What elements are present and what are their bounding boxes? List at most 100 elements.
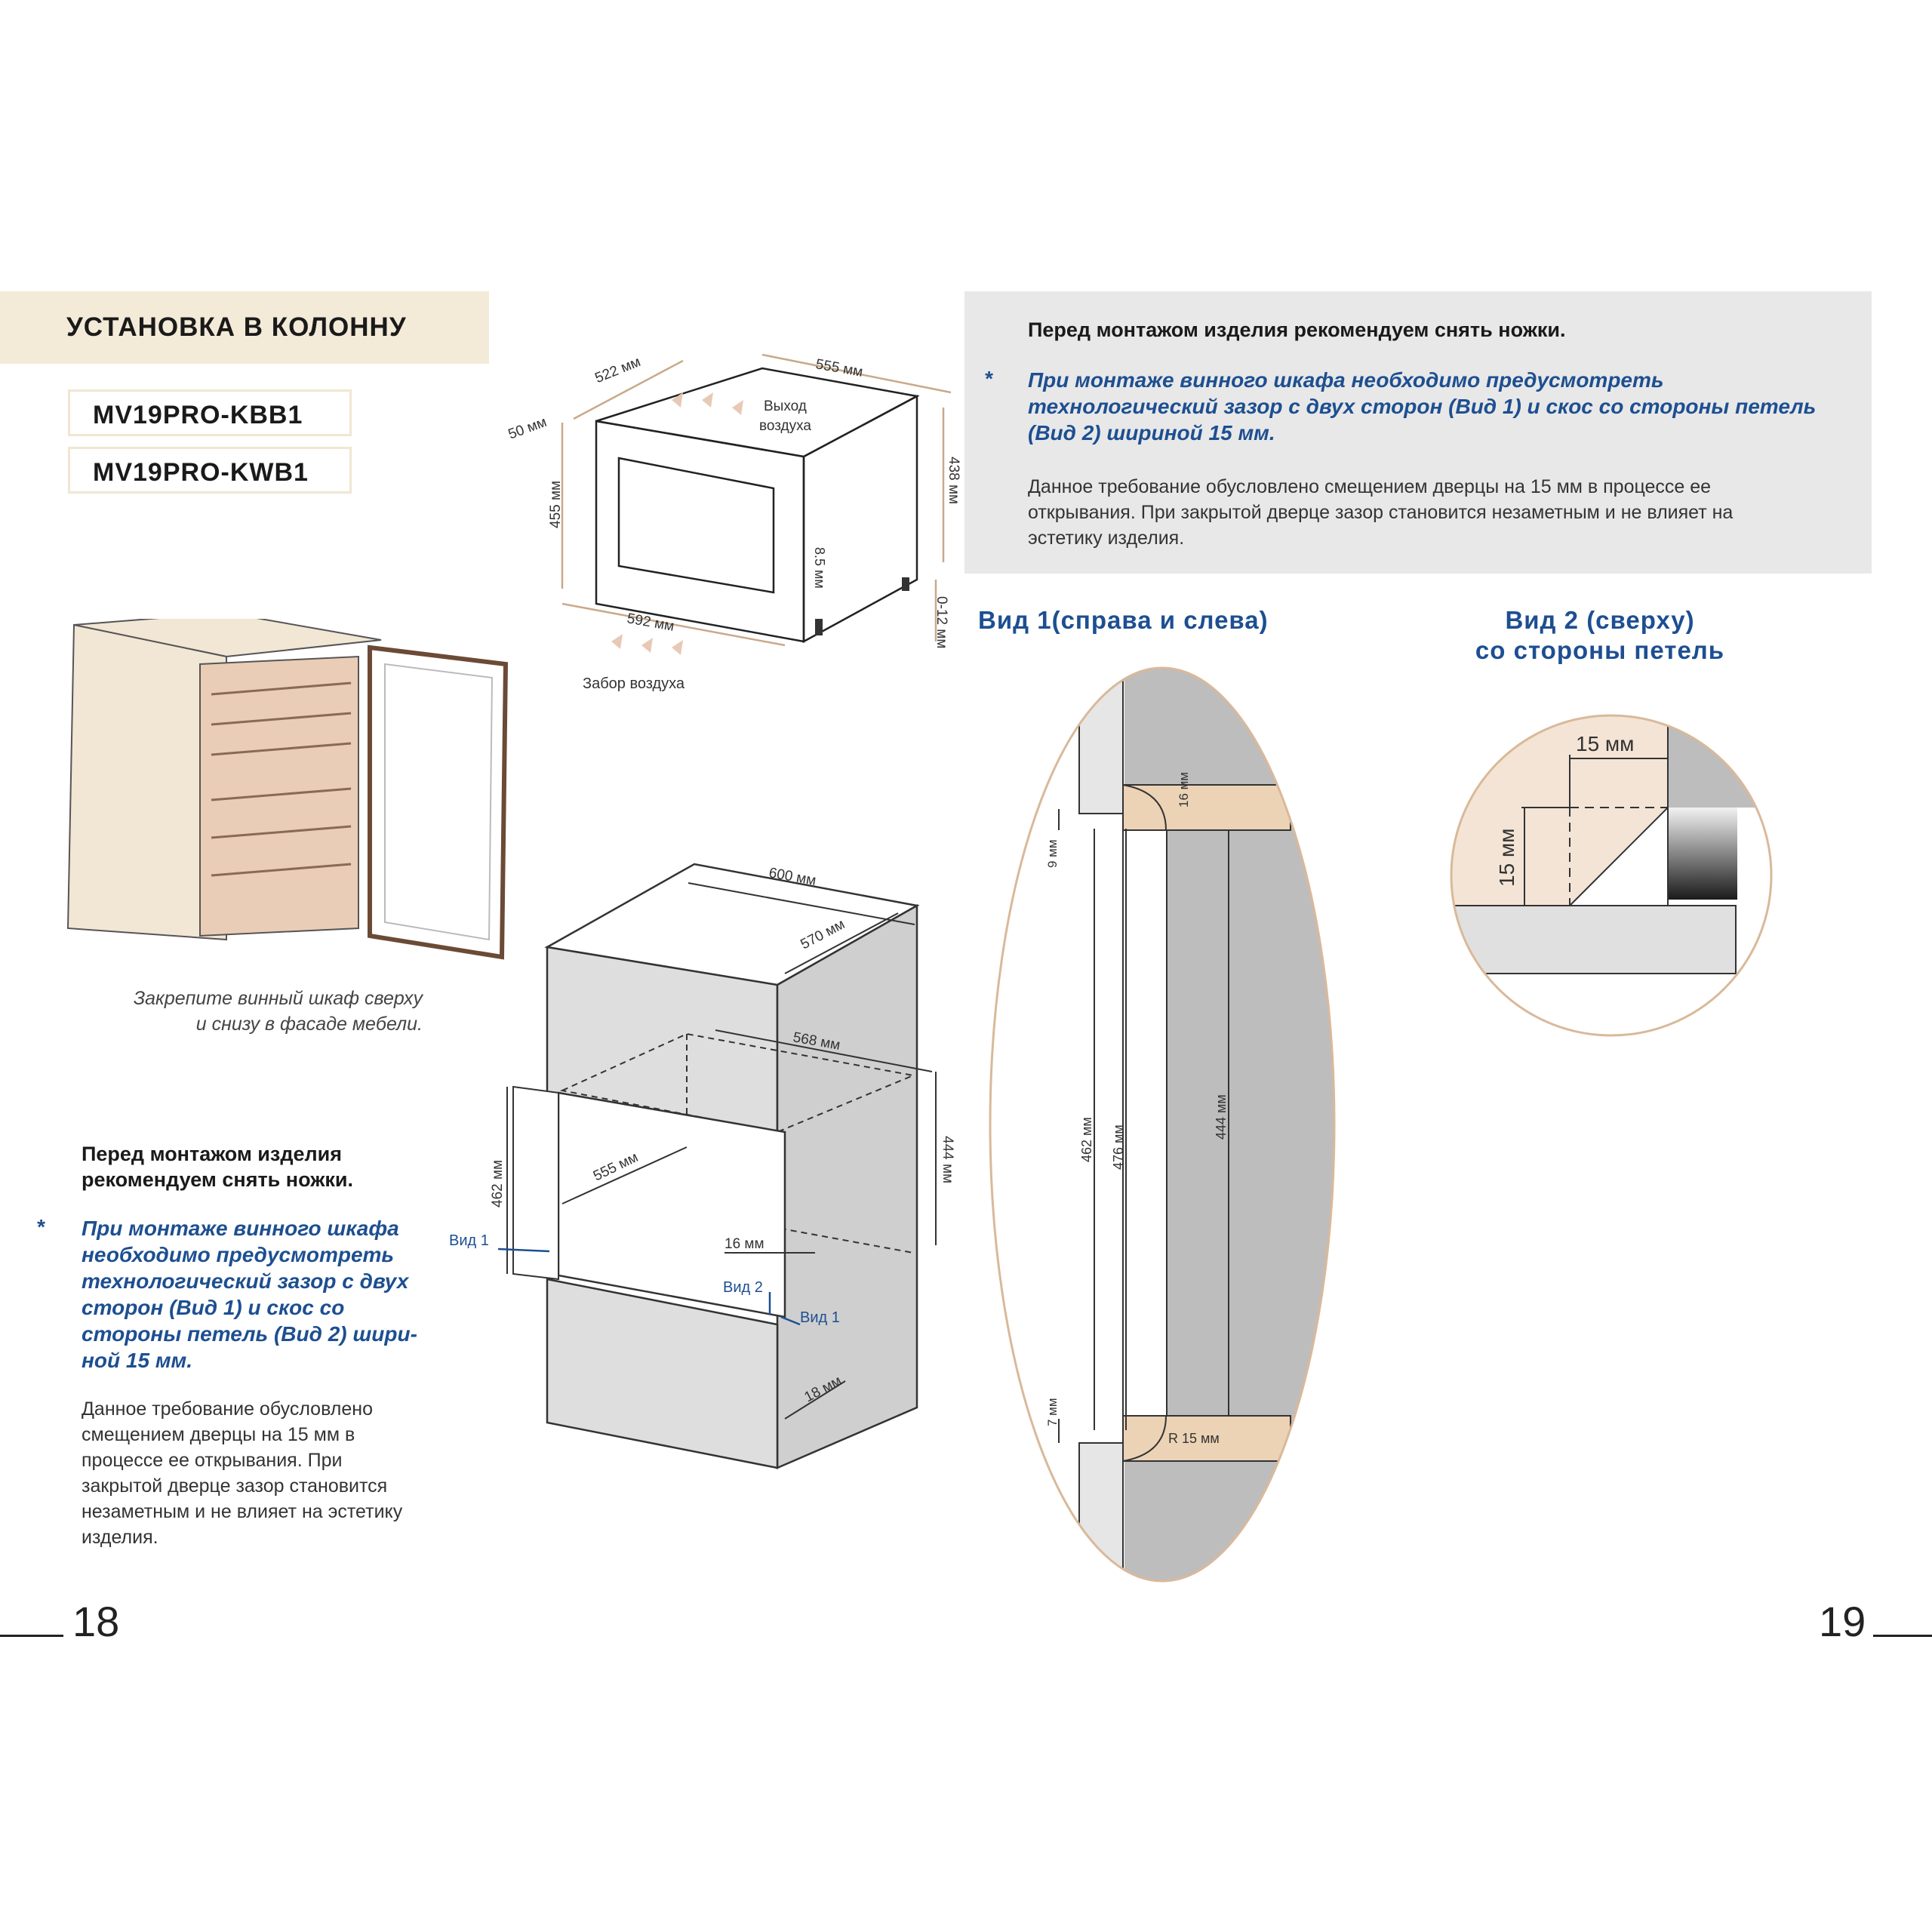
product-foot <box>902 577 909 591</box>
dim-line-555 <box>561 1146 688 1204</box>
page-number-right: 19 <box>1819 1598 1866 1645</box>
page-rule-left <box>0 1635 63 1637</box>
dim-line-width-top <box>761 353 952 394</box>
dim-476-label: 476 мм <box>1111 1124 1126 1170</box>
left-note-italic: При монтаже винного шкафа необходимо пре… <box>82 1215 474 1374</box>
dim-462-label: 462 мм <box>1079 1117 1094 1162</box>
note-italic-line: сторон (Вид 1) и скос со <box>82 1296 345 1319</box>
product-dimension-diagram: 522 мм 555 мм 50 мм 455 мм 438 мм 8.5 мм… <box>506 353 961 692</box>
dim-feet-label: 8.5 мм <box>812 547 827 589</box>
view2-circle-outline <box>1450 714 1773 1037</box>
note-panel <box>964 291 1872 574</box>
note-star-icon: * <box>984 367 992 390</box>
model-box-2: MV19PRO-KWB1 <box>68 447 352 494</box>
note-bold-line: рекомендуем снять ножки. <box>82 1168 353 1191</box>
page-number-left: 18 <box>72 1598 120 1645</box>
dim-line-18 <box>784 1380 846 1420</box>
note-star-icon: * <box>36 1215 45 1238</box>
note-body-line: смещением дверцы на 15 мм в <box>82 1424 355 1445</box>
note-italic-line: стороны петель (Вид 2) шири- <box>82 1322 417 1346</box>
air-in-label: Забор воздуха <box>583 675 685 692</box>
note-italic-line: При монтаже винного шкафа необходимо пре… <box>1028 368 1664 392</box>
model-name: MV19PRO-KBB1 <box>93 401 303 429</box>
view1-left-label: Вид 1 <box>449 1232 489 1249</box>
page-rule-right <box>1873 1635 1932 1637</box>
cabinet-caption: Закрепите винный шкаф сверху и снизу в ф… <box>75 986 423 1037</box>
dim-15-h-label: 15 мм <box>1576 732 1634 755</box>
dim-frame-label: 50 мм <box>506 414 549 443</box>
dim-line-568 <box>715 1029 933 1072</box>
shelf-bottom <box>1122 1415 1291 1462</box>
dim-width-top-label: 555 мм <box>814 356 864 380</box>
niche-side <box>776 903 918 1469</box>
shelf <box>211 742 352 756</box>
cabinet-interior <box>199 655 359 937</box>
air-out-label-1: Выход <box>764 398 807 414</box>
view1-right-arrow <box>780 1315 801 1326</box>
shelf <box>211 712 352 726</box>
note-body-line: Данное требование обусловлено <box>82 1398 373 1420</box>
wall-gray <box>1668 715 1771 808</box>
dim-feet-adjust-label: 0-12 мм <box>934 596 949 648</box>
dim-16-label: 16 мм <box>724 1236 764 1252</box>
right-note-bold: Перед монтажом изделия рекомендуем снять… <box>1028 318 1566 341</box>
view1-right-label: Вид 1 <box>800 1309 840 1326</box>
view2-title: Вид 2 (сверху) со стороны петель <box>1434 605 1766 666</box>
air-out-label-2: воздуха <box>759 418 811 434</box>
note-body-line: процессе ее открывания. При <box>82 1450 343 1471</box>
section-band <box>0 291 489 364</box>
shelf <box>211 681 352 696</box>
dim-height-side-label: 438 мм <box>946 457 961 504</box>
door-steel <box>1668 808 1737 900</box>
view1-diagram: 16 мм 9 мм 462 мм 476 мм 444 мм 7 мм R 1… <box>989 666 1336 1583</box>
dim-width-bottom-label: 592 мм <box>626 611 675 635</box>
note-body-line: закрытой дверце зазор становится <box>82 1475 388 1497</box>
dim-height-front-label: 455 мм <box>548 481 564 528</box>
air-arrow-out <box>732 400 743 415</box>
note-italic-line: технологический зазор с двух сторон (Вид… <box>1028 395 1817 418</box>
caption-line: Закрепите винный шкаф сверху <box>133 988 423 1009</box>
air-arrow-out <box>702 392 713 408</box>
cabinet-side <box>66 623 227 941</box>
product-side-face <box>802 394 918 644</box>
dim-15-v-label: 15 мм <box>1495 829 1518 887</box>
dim-444-label: 444 мм <box>940 1136 955 1183</box>
note-body-line: изделия. <box>82 1527 158 1548</box>
note-italic-line: необходимо предусмотреть <box>82 1243 395 1266</box>
shelf <box>211 863 352 877</box>
product-foot <box>815 619 823 635</box>
door-gap <box>1122 829 1168 1417</box>
dim-444-label: 444 мм <box>1214 1094 1229 1140</box>
note-body-line: эстетику изделия. <box>1028 528 1185 549</box>
right-note-body: Данное требование обусловлено смещением … <box>1028 474 1858 551</box>
view1-ellipse-outline <box>989 666 1336 1583</box>
note-body-line: открывания. При закрытой дверце зазор ст… <box>1028 502 1734 523</box>
note-body-line: Данное требование обусловлено смещением … <box>1028 476 1712 497</box>
air-arrow-out <box>672 392 683 408</box>
view1-left-arrow <box>497 1247 550 1253</box>
dim-9-label: 9 мм <box>1045 839 1060 868</box>
note-italic-line: технологический зазор с двух <box>82 1269 409 1293</box>
shelf <box>211 787 352 801</box>
niche-panel <box>512 1085 559 1281</box>
niche-front-bottom <box>546 1278 779 1469</box>
note-italic-line: ной 15 мм. <box>82 1349 193 1372</box>
cabinet-illustration <box>66 619 509 960</box>
niche-dashed-edge <box>686 1211 914 1254</box>
base-block <box>1451 905 1737 974</box>
dim-r15-label: R 15 мм <box>1168 1431 1220 1446</box>
air-arrow-in <box>672 640 683 655</box>
radius-bottom <box>1122 1415 1167 1462</box>
model-name: MV19PRO-KWB1 <box>93 458 309 487</box>
model-box-1: MV19PRO-KBB1 <box>68 389 352 436</box>
panel-top <box>1078 668 1124 814</box>
dim-line-570 <box>784 912 899 974</box>
view1-title: Вид 1(справа и слева) <box>978 606 1269 634</box>
shelf-top <box>1122 784 1291 831</box>
view2-label: Вид 2 <box>723 1279 763 1296</box>
note-italic-line: При монтаже винного шкафа <box>82 1217 399 1240</box>
view2-title-line: Вид 2 (сверху) <box>1505 606 1695 634</box>
air-arrow-in <box>611 634 623 649</box>
dim-depth-label: 522 мм <box>592 354 642 386</box>
view2-diagram: 15 мм 15 мм <box>1450 714 1773 1037</box>
